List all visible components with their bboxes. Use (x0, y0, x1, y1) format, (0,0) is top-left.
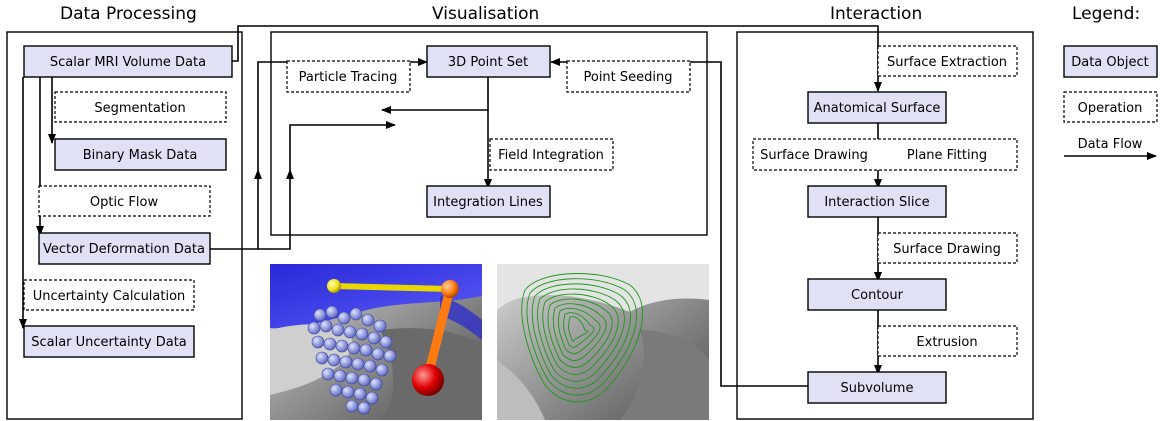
node-extrusion: Extrusion (877, 325, 1018, 357)
svg-text:Interaction Slice: Interaction Slice (824, 195, 929, 210)
svg-text:Optic Flow: Optic Flow (90, 195, 159, 210)
svg-text:Surface Extraction: Surface Extraction (887, 55, 1007, 70)
svg-text:Point Seeding: Point Seeding (583, 70, 672, 85)
section-title-data-processing: Data Processing (60, 4, 197, 24)
node-uncertainty-calculation: Uncertainty Calculation (23, 279, 195, 311)
interaction-frame (736, 31, 1034, 420)
svg-text:Extrusion: Extrusion (916, 335, 977, 350)
particle-cloud (307, 305, 397, 415)
node-anatomical-surface: Anatomical Surface (807, 91, 947, 124)
svg-text:Anatomical Surface: Anatomical Surface (814, 101, 941, 116)
svg-text:Plane Fitting: Plane Fitting (907, 148, 987, 163)
node-surface-drawing-plane-fitting: Surface Drawing Plane Fitting (752, 138, 1018, 171)
svg-text:Vector Deformation Data: Vector Deformation Data (43, 242, 205, 257)
section-title-interaction: Interaction (830, 4, 922, 24)
green-streamlines (521, 273, 644, 403)
node-3d-point-set: 3D Point Set (426, 45, 551, 78)
svg-text:3D Point Set: 3D Point Set (448, 55, 528, 70)
node-binary-mask-data: Binary Mask Data (54, 138, 227, 171)
legend-data-flow-label: Data Flow (1078, 137, 1143, 152)
node-scalar-mri-volume-data: Scalar MRI Volume Data (23, 45, 233, 78)
node-particle-tracing: Particle Tracing (286, 60, 411, 93)
node-surface-drawing: Surface Drawing (877, 232, 1018, 264)
svg-text:Field Integration: Field Integration (498, 148, 604, 163)
svg-text:Integration Lines: Integration Lines (433, 195, 543, 210)
svg-text:Binary Mask Data: Binary Mask Data (83, 148, 198, 163)
node-interaction-slice: Interaction Slice (807, 185, 947, 218)
svg-text:Operation: Operation (1078, 101, 1143, 116)
node-field-integration: Field Integration (489, 138, 614, 171)
svg-text:Data Object: Data Object (1071, 55, 1149, 70)
node-optic-flow: Optic Flow (38, 185, 211, 217)
svg-text:Subvolume: Subvolume (841, 381, 914, 396)
section-title-legend: Legend: (1072, 4, 1140, 24)
svg-text:Surface Drawing: Surface Drawing (760, 148, 868, 163)
svg-text:Scalar MRI Volume Data: Scalar MRI Volume Data (50, 55, 206, 70)
svg-text:Surface Drawing: Surface Drawing (893, 242, 1001, 257)
svg-text:Segmentation: Segmentation (94, 101, 185, 116)
node-point-seeding: Point Seeding (566, 60, 691, 93)
svg-text:Contour: Contour (851, 288, 904, 303)
particle-tracing-render (270, 264, 482, 420)
node-integration-lines: Integration Lines (426, 185, 551, 218)
svg-text:Particle Tracing: Particle Tracing (299, 70, 398, 85)
interaction-handle (327, 279, 459, 396)
node-segmentation: Segmentation (54, 91, 227, 123)
svg-text:Uncertainty Calculation: Uncertainty Calculation (33, 289, 186, 304)
svg-text:Scalar Uncertainty Data: Scalar Uncertainty Data (31, 335, 187, 350)
node-contour: Contour (807, 278, 947, 311)
node-surface-extraction: Surface Extraction (877, 45, 1018, 77)
integration-lines-render (497, 264, 709, 420)
data-processing-frame (6, 31, 243, 420)
node-subvolume: Subvolume (807, 371, 947, 404)
legend-operation: Operation (1063, 91, 1158, 123)
node-vector-deformation-data: Vector Deformation Data (38, 232, 211, 265)
section-title-visualisation: Visualisation (432, 4, 539, 24)
node-scalar-uncertainty-data: Scalar Uncertainty Data (23, 325, 195, 358)
visualisation-frame (270, 31, 708, 236)
legend-data-object: Data Object (1063, 45, 1158, 78)
